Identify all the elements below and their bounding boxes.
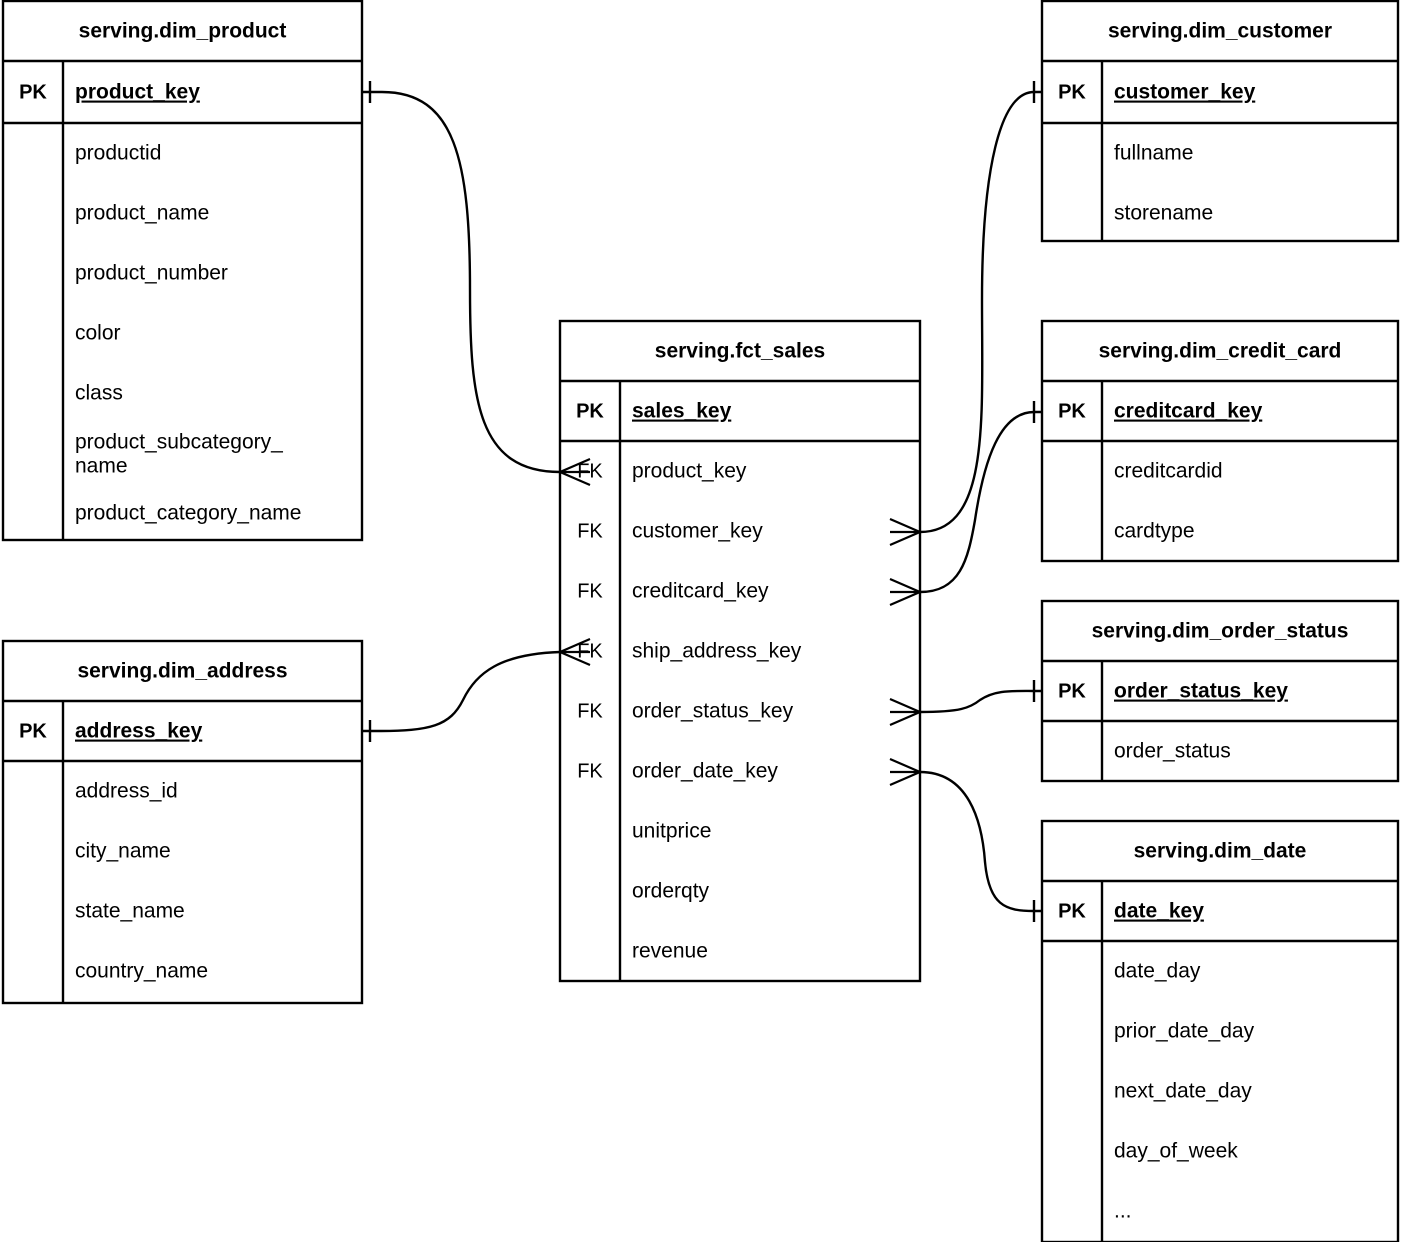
attribute-name: order_status_key [632, 700, 794, 723]
cardinality-many-marker [889, 577, 921, 607]
attribute-name: order_date_key [632, 760, 778, 783]
attribute-name: product_subcategory_ [75, 431, 283, 454]
attribute-name: day_of_week [1114, 1140, 1238, 1163]
table-title: serving.dim_order_status [1092, 620, 1349, 643]
cardinality-many-marker [889, 517, 921, 547]
relationship-line [919, 770, 1042, 913]
attribute-name: state_name [75, 900, 185, 923]
relationship-rel-product-sales[interactable] [362, 81, 591, 487]
relationship-rel-sales-creditcard[interactable] [889, 401, 1042, 607]
table-box [1, 639, 364, 1005]
relationship-rel-sales-customer[interactable] [889, 81, 1042, 547]
pk-column-name: creditcard_key [1114, 400, 1263, 423]
attribute-name: customer_key [632, 520, 763, 543]
attribute-name: creditcardid [1114, 460, 1223, 483]
attribute-name: fullname [1114, 142, 1193, 165]
attribute-name: product_number [75, 262, 228, 285]
table-title: serving.dim_product [79, 20, 287, 43]
attribute-name: productid [75, 142, 161, 165]
fk-tag: FK [577, 760, 603, 782]
pk-tag: PK [19, 81, 47, 103]
cardinality-many-marker [559, 637, 591, 667]
attribute-name: order_status [1114, 740, 1231, 763]
table-title: serving.dim_date [1134, 840, 1307, 863]
pk-column-name: sales_key [632, 400, 732, 423]
relationship-line [362, 90, 561, 474]
attribute-name: next_date_day [1114, 1080, 1252, 1103]
relationship-rel-sales-orderstatus[interactable] [889, 680, 1042, 727]
fk-tag: FK [577, 520, 603, 542]
pk-tag: PK [576, 400, 604, 422]
cardinality-many-marker [559, 457, 591, 487]
attribute-name: revenue [632, 940, 708, 963]
attribute-name: orderqty [632, 880, 710, 903]
table-title: serving.dim_address [77, 660, 287, 683]
pk-tag: PK [1058, 680, 1086, 702]
attribute-name: city_name [75, 840, 171, 863]
attribute-name: product_key [632, 460, 747, 483]
attribute-name-cont: name [75, 455, 128, 478]
attribute-name: cardtype [1114, 520, 1195, 543]
fk-tag: FK [577, 460, 603, 482]
relationship-line [362, 650, 561, 733]
attribute-name: creditcard_key [632, 580, 769, 603]
table-title: serving.dim_credit_card [1099, 340, 1342, 363]
relationship-line [919, 410, 1042, 594]
attribute-name: ship_address_key [632, 640, 802, 663]
attribute-name: product_name [75, 202, 209, 225]
pk-column-name: date_key [1114, 900, 1204, 923]
fk-tag: FK [577, 580, 603, 602]
attribute-name: ... [1114, 1200, 1132, 1223]
pk-tag: PK [1058, 900, 1086, 922]
attribute-name: storename [1114, 202, 1213, 225]
fk-tag: FK [577, 640, 603, 662]
attribute-name: country_name [75, 960, 208, 983]
table-title: serving.dim_customer [1108, 20, 1332, 43]
pk-column-name: product_key [75, 81, 200, 104]
relationship-line [919, 90, 1042, 534]
attribute-name: address_id [75, 780, 178, 803]
pk-column-name: order_status_key [1114, 680, 1288, 703]
attribute-name: color [75, 322, 121, 345]
fk-tag: FK [577, 700, 603, 722]
attribute-name: product_category_name [75, 502, 301, 525]
attribute-name: unitprice [632, 820, 711, 843]
pk-column-name: customer_key [1114, 81, 1256, 104]
cardinality-many-marker [889, 697, 921, 727]
pk-tag: PK [1058, 81, 1086, 103]
relationship-line [919, 689, 1042, 714]
relationship-rel-sales-date[interactable] [889, 757, 1042, 922]
attribute-name: date_day [1114, 960, 1201, 983]
pk-column-name: address_key [75, 720, 203, 743]
attribute-name: class [75, 382, 123, 405]
pk-tag: PK [1058, 400, 1086, 422]
pk-tag: PK [19, 720, 47, 742]
cardinality-many-marker [889, 757, 921, 787]
table-title: serving.fct_sales [655, 340, 825, 363]
relationship-rel-address-sales[interactable] [362, 637, 591, 742]
attribute-name: prior_date_day [1114, 1020, 1255, 1043]
